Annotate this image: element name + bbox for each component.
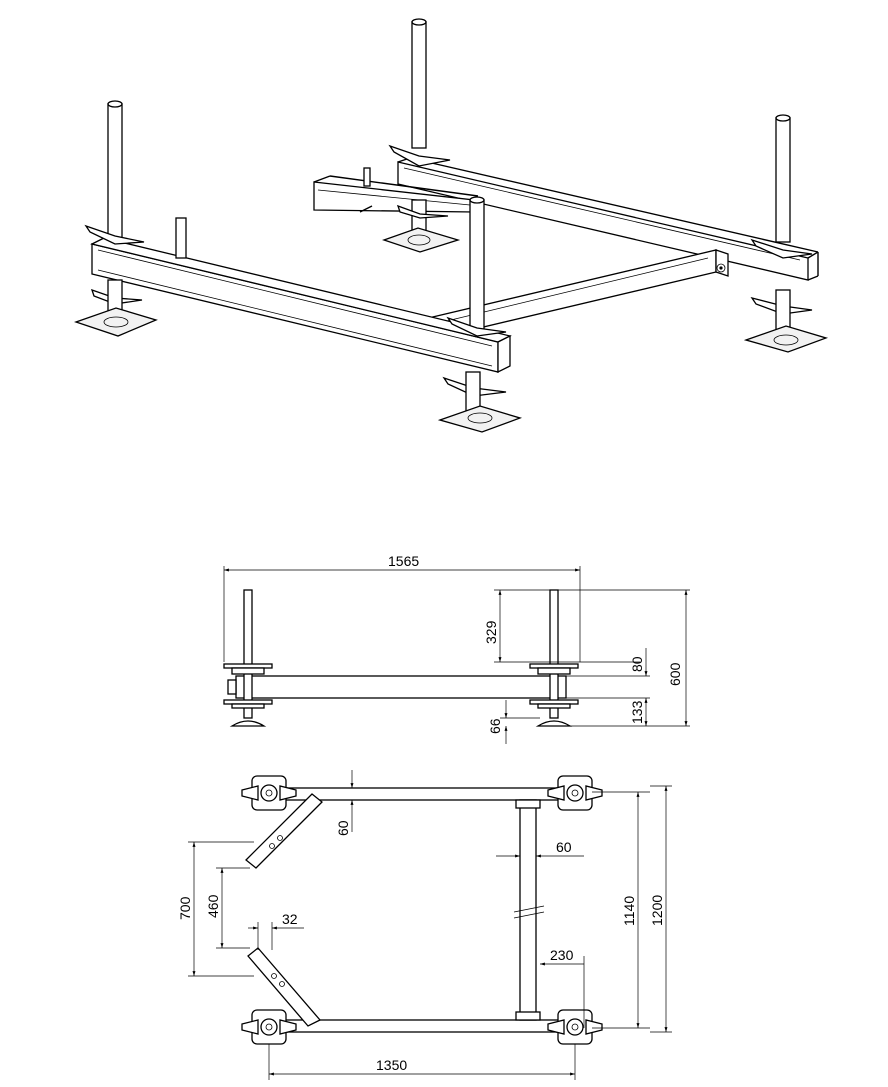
dim-600: 600 xyxy=(667,662,683,686)
dim-plan-1200: 1200 xyxy=(649,895,665,926)
side-beam xyxy=(235,675,567,699)
jack-post-middle xyxy=(446,196,507,337)
dim-1565: 1565 xyxy=(388,553,419,569)
jack-post-back xyxy=(381,18,461,253)
side-elevation: 1565 329 80 133 66 600 xyxy=(223,553,690,744)
dim-66: 66 xyxy=(487,718,503,734)
side-post-right xyxy=(549,589,559,719)
dim-plan-1350: 1350 xyxy=(376,1057,407,1073)
dim-plan-32: 32 xyxy=(282,911,298,927)
bracket-icon xyxy=(175,217,187,259)
foot-plate-bottom-right xyxy=(547,1009,603,1045)
foot-plate-top-right xyxy=(547,775,603,811)
plan-brace-upper xyxy=(245,793,323,869)
jack-post-front-left xyxy=(73,100,158,337)
front-rail xyxy=(90,217,512,374)
bolt-icon xyxy=(716,263,726,273)
back-rail xyxy=(397,157,819,281)
isometric-view xyxy=(73,18,829,433)
jack-post-right xyxy=(743,114,829,353)
plan-view: 60 60 230 1140 1200 700 460 32 xyxy=(177,770,672,1080)
plan-brace-lower xyxy=(247,947,322,1027)
foot-plate-top-left xyxy=(241,775,297,811)
dim-329: 329 xyxy=(483,620,499,644)
dim-plan-60-horizontal: 60 xyxy=(556,839,572,855)
side-post-left xyxy=(243,589,253,719)
side-arm xyxy=(313,167,479,213)
foot-plate-bottom-left xyxy=(241,1009,297,1045)
dim-80: 80 xyxy=(629,656,645,672)
dim-plan-60-vertical: 60 xyxy=(335,820,351,836)
dim-plan-230: 230 xyxy=(550,947,574,963)
pin-icon xyxy=(363,167,371,187)
dim-133: 133 xyxy=(629,700,645,724)
dim-plan-460: 460 xyxy=(205,894,221,918)
bolt-center-icon xyxy=(719,266,723,270)
dim-plan-700: 700 xyxy=(177,896,193,920)
dim-plan-1140: 1140 xyxy=(621,896,637,926)
jack-post-front-right xyxy=(437,371,523,433)
